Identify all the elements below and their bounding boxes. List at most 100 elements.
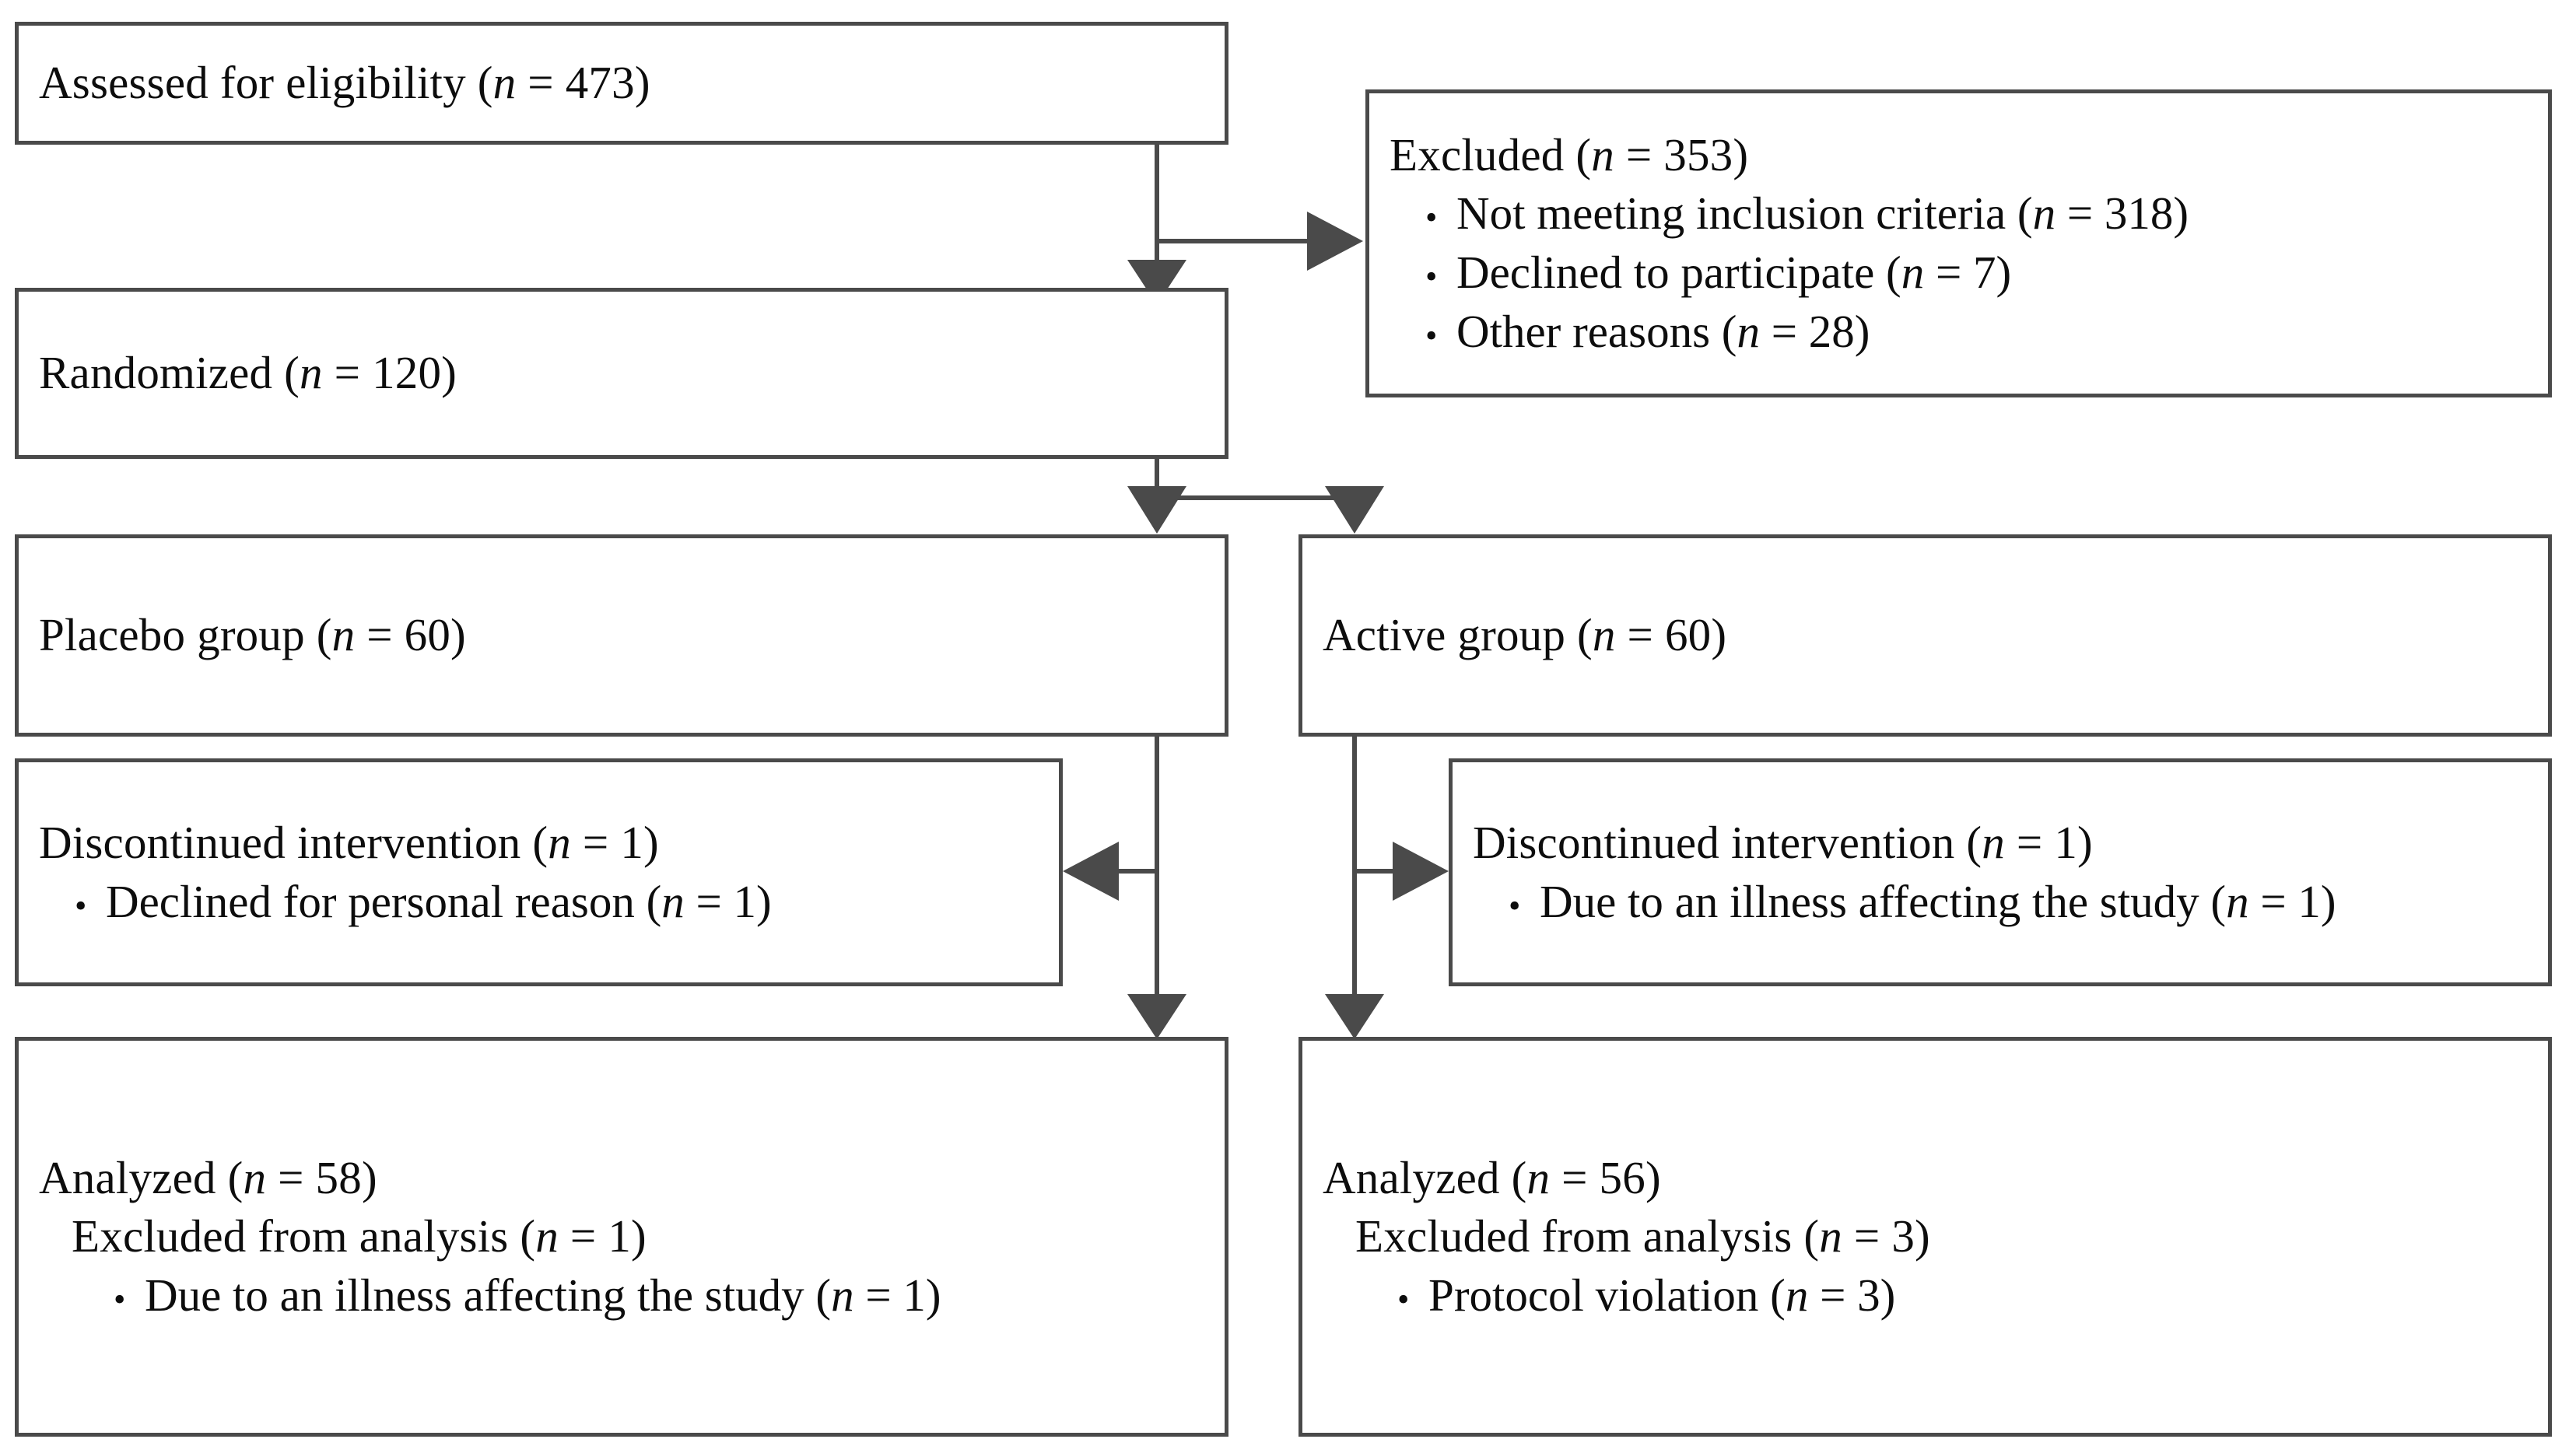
assessed-count: = 473) [516, 57, 650, 109]
active-excluded-analysis-label: Excluded from analysis ( [1355, 1210, 1820, 1262]
active-excluded-reason-n-symbol: n [1785, 1269, 1809, 1321]
placebo-discontinued-header: Discontinued intervention (n = 1) [39, 814, 1039, 873]
excluded-n-symbol: n [1591, 128, 1614, 180]
placebo-group-line: Placebo group (n = 60) [39, 606, 1204, 665]
assessed-line: Assessed for eligibility (n = 473) [39, 54, 1204, 113]
active-group-count: = 60) [1615, 609, 1727, 661]
active-discontinued-box: Discontinued intervention (n = 1) • Due … [1449, 758, 2552, 986]
placebo-analyzed-subheader: Excluded from analysis (n = 1) [39, 1207, 1204, 1266]
connector-randomized-to-placebo [1127, 459, 1186, 534]
placebo-discontinued-label: Discontinued intervention ( [39, 816, 548, 868]
list-item: • Protocol violation (n = 3) [1323, 1266, 2528, 1325]
list-item-text: Due to an illness affecting the study (n… [1540, 873, 2336, 932]
active-group-content: Active group (n = 60) [1302, 606, 2548, 665]
list-item: • Not meeting inclusion criteria (n = 31… [1390, 184, 2528, 243]
active-discontinued-reason-n-symbol: n [2226, 875, 2249, 927]
excluded-reason-2-n-symbol: n [1901, 247, 1925, 298]
active-analyzed-count: = 56) [1550, 1151, 1661, 1203]
connector-placebo-to-discontinued [1063, 842, 1157, 901]
placebo-discontinued-reason-label: Declined for personal reason ( [106, 875, 662, 927]
assessed-n-symbol: n [492, 57, 517, 109]
active-analyzed-subheader: Excluded from analysis (n = 3) [1323, 1207, 2528, 1266]
active-discontinued-n-symbol: n [1982, 816, 2005, 868]
active-excluded-reason-count: = 3) [1808, 1269, 1896, 1321]
placebo-analyzed-label: Analyzed ( [39, 1151, 244, 1203]
bullet-icon: • [1425, 198, 1438, 237]
excluded-label: Excluded ( [1390, 128, 1592, 180]
placebo-discontinued-box: Discontinued intervention (n = 1) • Decl… [15, 758, 1063, 986]
placebo-discontinued-n-symbol: n [548, 816, 571, 868]
list-item: • Due to an illness affecting the study … [39, 1266, 1204, 1325]
list-item: • Other reasons (n = 28) [1390, 303, 2528, 362]
excluded-header: Excluded (n = 353) [1390, 126, 2528, 185]
connector-placebo-to-analyzed [1127, 736, 1186, 1039]
active-group-box: Active group (n = 60) [1299, 534, 2552, 737]
connector-assessed-to-randomized [1127, 145, 1186, 305]
placebo-analyzed-content: Analyzed (n = 58) Excluded from analysis… [19, 1149, 1225, 1325]
randomized-count: = 120) [322, 347, 457, 399]
placebo-group-content: Placebo group (n = 60) [19, 606, 1225, 665]
assessed-label: Assessed for eligibility ( [39, 57, 493, 109]
bullet-icon: • [1425, 316, 1438, 355]
placebo-analyzed-box: Analyzed (n = 58) Excluded from analysis… [15, 1037, 1228, 1437]
placebo-analyzed-header: Analyzed (n = 58) [39, 1149, 1204, 1208]
placebo-group-box: Placebo group (n = 60) [15, 534, 1228, 737]
assessed-for-eligibility-box: Assessed for eligibility (n = 473) [15, 22, 1228, 145]
bullet-icon: • [1397, 1280, 1410, 1318]
active-discontinued-reason-label: Due to an illness affecting the study ( [1540, 875, 2227, 927]
placebo-discontinued-content: Discontinued intervention (n = 1) • Decl… [19, 814, 1059, 931]
placebo-analyzed-n-symbol: n [243, 1151, 267, 1203]
placebo-excluded-analysis-n-symbol: n [535, 1210, 559, 1262]
active-analyzed-box: Analyzed (n = 56) Excluded from analysis… [1299, 1037, 2552, 1437]
excluded-reason-3-label: Other reasons ( [1456, 305, 1737, 357]
placebo-excluded-analysis-label: Excluded from analysis ( [72, 1210, 536, 1262]
placebo-discontinued-reason-n-symbol: n [661, 875, 685, 927]
list-item-text: Other reasons (n = 28) [1456, 303, 1870, 362]
placebo-discontinued-count: = 1) [570, 816, 659, 868]
connector-assessed-to-excluded [1157, 212, 1363, 271]
active-analyzed-n-symbol: n [1526, 1151, 1551, 1203]
randomized-label: Randomized ( [39, 347, 300, 399]
randomized-box: Randomized (n = 120) [15, 288, 1228, 459]
list-item: • Declined to participate (n = 7) [1390, 243, 2528, 303]
randomized-box-content: Randomized (n = 120) [19, 344, 1225, 403]
placebo-analyzed-count: = 58) [266, 1151, 377, 1203]
list-item: • Declined for personal reason (n = 1) [39, 873, 1039, 932]
excluded-reason-3-count: = 28) [1759, 305, 1870, 357]
placebo-excluded-reason-count: = 1) [853, 1269, 941, 1321]
placebo-discontinued-reason-count: = 1) [684, 875, 772, 927]
bullet-icon: • [1425, 257, 1438, 296]
list-item-text: Declined for personal reason (n = 1) [106, 873, 772, 932]
active-discontinued-content: Discontinued intervention (n = 1) • Due … [1453, 814, 2548, 931]
active-discontinued-reason-count: = 1) [2248, 875, 2336, 927]
placebo-excluded-reason-n-symbol: n [831, 1269, 854, 1321]
excluded-reason-2-label: Declined to participate ( [1456, 247, 1901, 298]
active-group-label: Active group ( [1323, 609, 1593, 661]
assessed-box-content: Assessed for eligibility (n = 473) [19, 54, 1225, 113]
bullet-icon: • [114, 1280, 126, 1318]
active-analyzed-header: Analyzed (n = 56) [1323, 1149, 2528, 1208]
connector-randomized-to-active [1157, 486, 1384, 534]
connector-active-to-discontinued [1355, 842, 1449, 901]
active-analyzed-label: Analyzed ( [1323, 1151, 1527, 1203]
list-item-text: Due to an illness affecting the study (n… [145, 1266, 941, 1325]
list-item: • Due to an illness affecting the study … [1473, 873, 2528, 932]
active-excluded-reason-label: Protocol violation ( [1428, 1269, 1786, 1321]
placebo-excluded-reason-label: Due to an illness affecting the study ( [145, 1269, 832, 1321]
excluded-reason-1-n-symbol: n [2032, 187, 2056, 240]
active-excluded-analysis-n-symbol: n [1819, 1210, 1842, 1262]
randomized-line: Randomized (n = 120) [39, 344, 1204, 403]
excluded-reason-1-count: = 318) [2056, 187, 2189, 240]
placebo-group-n-symbol: n [331, 609, 356, 661]
excluded-reason-2-count: = 7) [1924, 247, 2012, 298]
randomized-n-symbol: n [300, 347, 323, 399]
active-analyzed-content: Analyzed (n = 56) Excluded from analysis… [1302, 1149, 2548, 1325]
list-item-text: Declined to participate (n = 7) [1456, 243, 2011, 303]
placebo-excluded-analysis-count: = 1) [558, 1210, 647, 1262]
list-item-text: Protocol violation (n = 3) [1428, 1266, 1895, 1325]
bullet-icon: • [1509, 886, 1521, 925]
bullet-icon: • [75, 886, 87, 925]
excluded-count: = 353) [1614, 128, 1749, 180]
active-excluded-analysis-count: = 3) [1842, 1210, 1930, 1262]
